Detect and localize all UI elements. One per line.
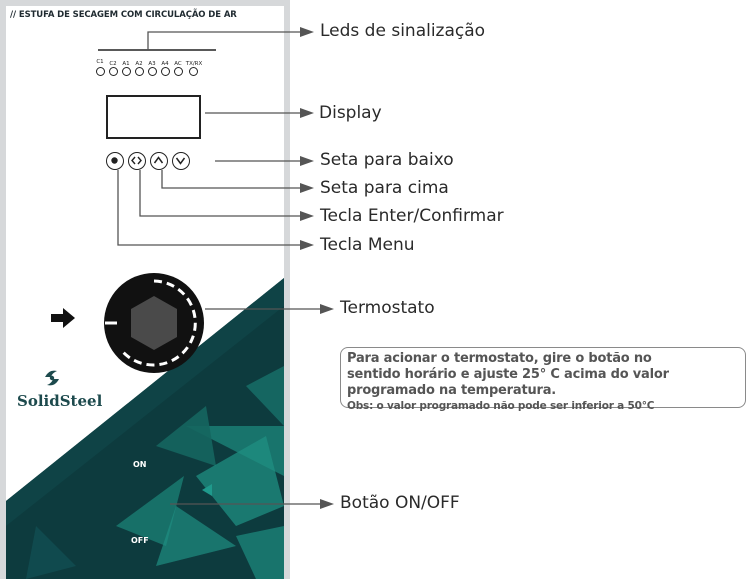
note-obs: Obs: o valor programado não pode ser inf… [347, 400, 655, 412]
menu-key[interactable] [106, 152, 124, 170]
led-label: A1 [122, 61, 130, 67]
control-panel: // ESTUFA DE SECAGEM COM CIRCULAÇÃO DE A… [6, 6, 284, 579]
switch-on-label: ON [133, 460, 147, 469]
callout-menu-key: Tecla Menu [320, 235, 415, 255]
brand-logo-icon [45, 370, 59, 386]
led-indicator [109, 67, 118, 76]
led-indicator [189, 67, 198, 76]
down-arrow-icon [175, 157, 186, 165]
led-label: C1 [96, 59, 104, 65]
down-key[interactable] [172, 152, 190, 170]
brand-name: SolidSteel [17, 392, 103, 410]
callout-up-key: Seta para cima [320, 178, 449, 198]
led-indicator [148, 67, 157, 76]
led-indicator [122, 67, 131, 76]
hexagon-knob-icon [131, 296, 177, 350]
callout-thermostat: Termostato [340, 298, 435, 318]
note-line: programado na temperatura. [347, 383, 557, 398]
callout-display: Display [319, 103, 382, 123]
thermostat-note: Para acionar o termostato, gire o botão … [340, 347, 746, 412]
display-screen [106, 95, 201, 139]
led-label: C2 [109, 61, 117, 67]
led-indicator [135, 67, 144, 76]
up-key[interactable] [150, 152, 168, 170]
note-line: sentido horário e ajuste 25° C acima do … [347, 367, 669, 382]
led-label: A4 [161, 61, 169, 67]
enter-key[interactable] [128, 152, 146, 170]
thermostat-knob[interactable] [102, 271, 206, 375]
led-indicator [96, 67, 105, 76]
led-label: A2 [135, 61, 143, 67]
panel-background-graphic [6, 278, 284, 579]
led-indicator [161, 67, 170, 76]
enter-icon [131, 156, 142, 165]
switch-off-label: OFF [131, 536, 149, 545]
led-bracket [98, 49, 216, 51]
callout-leds: Leds de sinalização [320, 21, 486, 41]
callout-enter-key: Tecla Enter/Confirmar [320, 206, 504, 226]
panel-title: // ESTUFA DE SECAGEM COM CIRCULAÇÃO DE A… [10, 10, 237, 20]
led-label: AC [174, 61, 182, 67]
arrow-right-icon [51, 308, 75, 328]
up-arrow-icon [153, 156, 164, 164]
led-label: TX/RX [185, 61, 203, 67]
callout-on-off: Botão ON/OFF [340, 493, 460, 513]
led-indicator [174, 67, 183, 76]
callout-down-key: Seta para baixo [320, 150, 454, 170]
led-label: A3 [148, 61, 156, 67]
power-icon [111, 157, 118, 164]
note-line: Para acionar o termostato, gire o botão … [347, 351, 652, 366]
